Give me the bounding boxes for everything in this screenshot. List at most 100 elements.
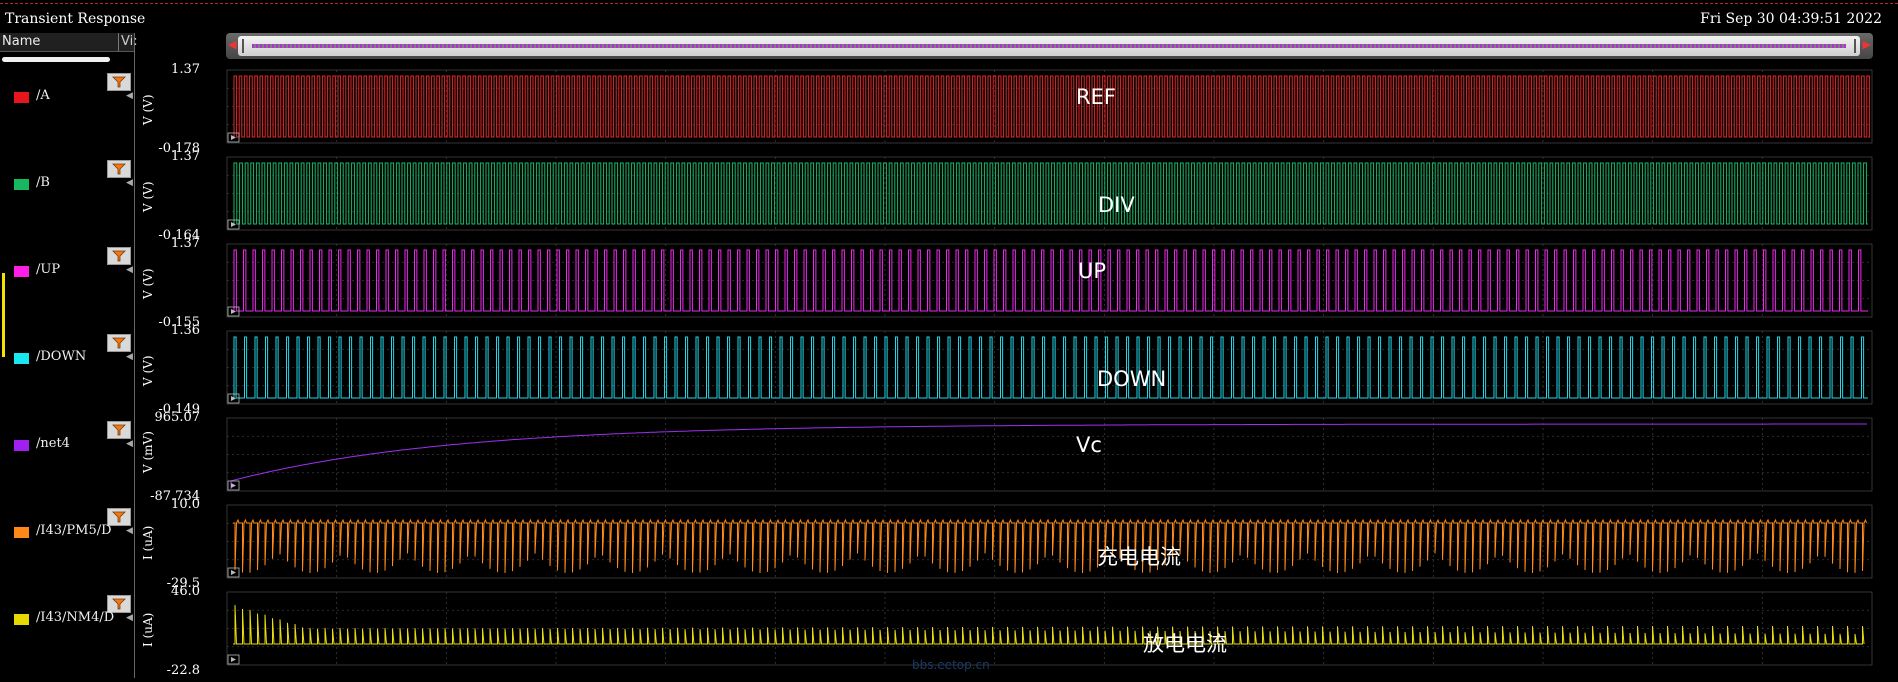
visibility-icon[interactable]: ◀ [126, 352, 133, 362]
waveform-annotation: UP [1078, 259, 1107, 283]
plot-grid [227, 331, 1872, 404]
scroll-left-icon[interactable]: ◀ [228, 38, 237, 51]
visibility-icon[interactable]: ◀ [126, 439, 133, 449]
visibility-icon[interactable]: ◀ [126, 265, 133, 275]
plot-grid [227, 592, 1872, 665]
visibility-icon[interactable]: ◀ [126, 526, 133, 536]
filter-icon[interactable] [107, 247, 131, 265]
signal-name[interactable]: /B [36, 175, 50, 190]
y-axis-max: 1.37 [171, 236, 200, 251]
y-axis-max: 965.07 [154, 410, 201, 425]
signal-name[interactable]: /DOWN [36, 349, 87, 364]
signal-row[interactable]: /I43/NM4/D ◀ [0, 595, 134, 682]
waveform-trace[interactable] [233, 336, 1868, 399]
play-icon [231, 135, 236, 140]
waveform-trace[interactable] [230, 423, 1867, 489]
signal-row[interactable]: /A ◀ [0, 73, 134, 160]
signal-row[interactable]: /I43/PM5/D ◀ [0, 508, 134, 595]
scroll-right-icon[interactable]: ▶ [1862, 38, 1871, 51]
expand-icon[interactable] [227, 132, 240, 143]
y-axis-max: 1.37 [171, 62, 200, 77]
expand-icon[interactable] [227, 219, 240, 230]
y-axis-max: 46.0 [171, 584, 200, 599]
play-icon [231, 222, 236, 227]
expand-icon[interactable] [227, 480, 240, 491]
play-icon [231, 396, 236, 401]
plot-grid [227, 418, 1872, 491]
signal-color-swatch [14, 614, 29, 625]
signal-list-scrollbar[interactable] [2, 57, 110, 62]
signal-name[interactable]: /I43/PM5/D [36, 523, 112, 538]
signal-color-swatch [14, 266, 29, 277]
visibility-icon[interactable]: ◀ [126, 613, 133, 623]
waveform-annotation: DOWN [1097, 367, 1167, 391]
signal-row[interactable]: /B ◀ [0, 160, 134, 247]
waveform-annotation: Vc [1076, 433, 1102, 457]
filter-icon[interactable] [107, 160, 131, 178]
visibility-icon[interactable]: ◀ [126, 91, 133, 101]
waveform-annotation: DIV [1098, 193, 1135, 217]
time-scrollbar[interactable]: ◀ ▶ [226, 33, 1873, 59]
filter-icon[interactable] [107, 73, 131, 91]
play-icon [231, 483, 236, 488]
filter-icon[interactable] [107, 595, 131, 613]
visibility-column-header[interactable]: Vi: [121, 34, 138, 49]
y-axis-unit: V (mV) [141, 431, 155, 473]
filter-icon[interactable] [107, 508, 131, 526]
signal-name[interactable]: /UP [36, 262, 61, 277]
y-axis-unit: V (V) [141, 355, 155, 386]
waveform-trace[interactable] [233, 605, 1865, 645]
waveform-trace[interactable] [233, 162, 1868, 225]
watermark: bbs.eetop.cn [912, 658, 990, 672]
timestamp: Fri Sep 30 04:39:51 2022 [1700, 11, 1882, 27]
signal-list-panel: Name Vi: /A◀/B◀/UP◀/DOWN◀/net4◀/I43/PM5/… [0, 33, 138, 678]
window-title: Transient Response [5, 11, 146, 27]
waveform-trace[interactable] [233, 75, 1870, 138]
y-axis-min: -0.155 [158, 315, 200, 330]
expand-icon[interactable] [227, 393, 240, 404]
y-axis-min: -0.149 [158, 402, 200, 417]
y-axis-max: 10.0 [171, 497, 200, 512]
play-icon [231, 657, 236, 662]
y-axis-min: -22.8 [166, 663, 200, 678]
expand-icon[interactable] [227, 567, 240, 578]
signal-name[interactable]: /net4 [36, 436, 70, 451]
signal-name[interactable]: /A [36, 88, 50, 103]
y-axis-max: 1.37 [171, 149, 200, 164]
waveform-annotation: 放电电流 [1143, 632, 1227, 656]
plot-grid [227, 505, 1872, 578]
waveform-annotation: REF [1076, 85, 1116, 109]
y-axis-min: -87.734 [150, 489, 200, 504]
time-scroll-thumb[interactable] [238, 36, 1860, 56]
y-axis-min: -0.164 [158, 228, 200, 243]
filter-icon[interactable] [107, 421, 131, 439]
left-grip-icon[interactable] [242, 39, 244, 53]
signal-list-header: Name Vi: [0, 33, 138, 52]
expand-icon[interactable] [227, 306, 240, 317]
signal-row[interactable]: /UP ◀ [0, 247, 134, 334]
filter-icon[interactable] [107, 334, 131, 352]
name-column-header[interactable]: Name [2, 34, 41, 49]
y-axis-unit: V (V) [141, 181, 155, 212]
visibility-icon[interactable]: ◀ [126, 178, 133, 188]
signal-row[interactable]: /DOWN ◀ [0, 334, 134, 421]
top-border [0, 3, 1898, 4]
y-axis-unit: V (V) [141, 94, 155, 125]
y-axis-unit: V (V) [141, 268, 155, 299]
expand-icon[interactable] [227, 654, 240, 665]
y-axis-min: -0.178 [158, 141, 200, 156]
play-icon [231, 570, 236, 575]
right-grip-icon[interactable] [1854, 39, 1856, 53]
y-axis-min: -29.5 [166, 576, 200, 591]
signal-color-swatch [14, 527, 29, 538]
signal-color-swatch [14, 440, 29, 451]
waveform-trace[interactable] [233, 249, 1868, 312]
waveform-trace[interactable] [233, 518, 1867, 574]
signal-name[interactable]: /I43/NM4/D [36, 610, 115, 625]
y-axis-max: 1.36 [171, 323, 200, 338]
y-axis-unit: I (uA) [141, 612, 155, 647]
column-divider[interactable] [118, 33, 119, 51]
play-icon [231, 309, 236, 314]
signal-row[interactable]: /net4 ◀ [0, 421, 134, 508]
